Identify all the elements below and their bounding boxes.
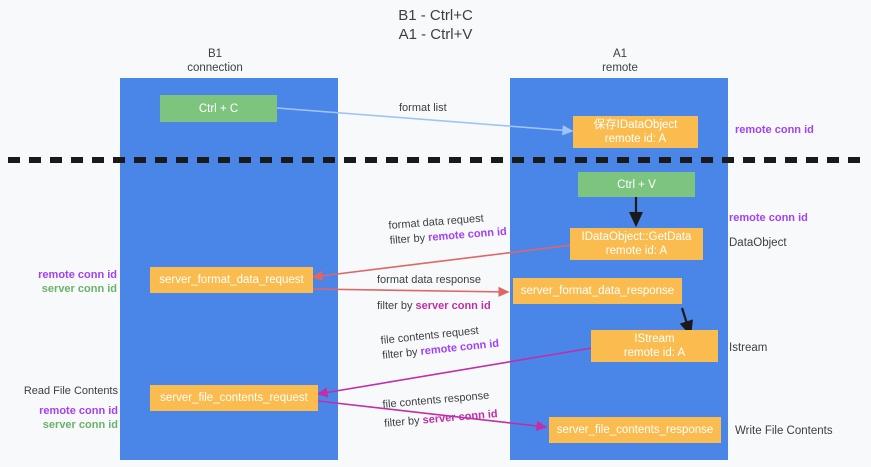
right-label-istream: Istream	[729, 342, 768, 354]
node-getdata[interactable]: IDataObject::GetData remote id: A	[570, 228, 703, 260]
left-label-server-conn-id: server conn id	[41, 283, 117, 295]
right-label-remote-conn-id-top: remote conn id	[735, 124, 814, 136]
column-header-left: B1 connection	[187, 48, 243, 74]
right-label-dataobject: DataObject	[729, 237, 787, 249]
node-save-idataobject[interactable]: 保存IDataObject remote id: A	[573, 116, 698, 148]
node-istream[interactable]: IStream remote id: A	[591, 330, 718, 362]
filter-by-prefix: filter by	[381, 345, 422, 362]
column-header-right: A1 remote	[602, 48, 638, 74]
server-conn-id-key: server conn id	[422, 408, 499, 427]
left-label-server-conn-id: server conn id	[42, 419, 118, 431]
server-conn-id-key: server conn id	[415, 300, 491, 312]
node-server-format-data-request[interactable]: server_format_data_request	[150, 267, 313, 293]
left-label-remote-conn-id: remote conn id	[38, 269, 117, 281]
edge-label-format-data-response: format data response filter by server co…	[377, 273, 491, 314]
diagram-title: B1 - Ctrl+C A1 - Ctrl+V	[398, 7, 473, 43]
edge-label-format-list: format list	[399, 102, 447, 114]
left-label-read-file-contents: Read File Contents	[23, 385, 118, 397]
node-ctrl-v[interactable]: Ctrl + V	[578, 172, 695, 197]
filter-by-prefix: filter by	[377, 300, 416, 312]
left-label-format-conn-ids: remote conn id server conn id	[22, 268, 117, 296]
filter-by-prefix: filter by	[383, 414, 424, 430]
edge-label-format-data-request: format data request filter by remote con…	[388, 210, 507, 249]
left-label-remote-conn-id: remote conn id	[39, 405, 118, 417]
filter-by-prefix: filter by	[389, 231, 429, 247]
node-server-file-contents-request[interactable]: server_file_contents_request	[150, 385, 318, 411]
edge-label-format-data-response-line2: filter by server conn id	[377, 299, 491, 314]
right-label-remote-conn-id-mid: remote conn id	[729, 212, 808, 224]
edge-label-format-data-response-line1: format data response	[377, 274, 481, 286]
node-server-format-data-response[interactable]: server_format_data_response	[513, 278, 682, 304]
edge-label-file-contents-response: file contents response filter by server …	[382, 388, 498, 432]
right-label-write-file-contents: Write File Contents	[735, 425, 833, 437]
edge-label-file-contents-request: file contents request filter by remote c…	[380, 322, 500, 364]
left-label-file-contents: Read File Contents remote conn id server…	[18, 384, 118, 432]
node-server-file-contents-response[interactable]: server_file_contents_response	[549, 417, 721, 443]
node-ctrl-c[interactable]: Ctrl + C	[160, 95, 277, 122]
